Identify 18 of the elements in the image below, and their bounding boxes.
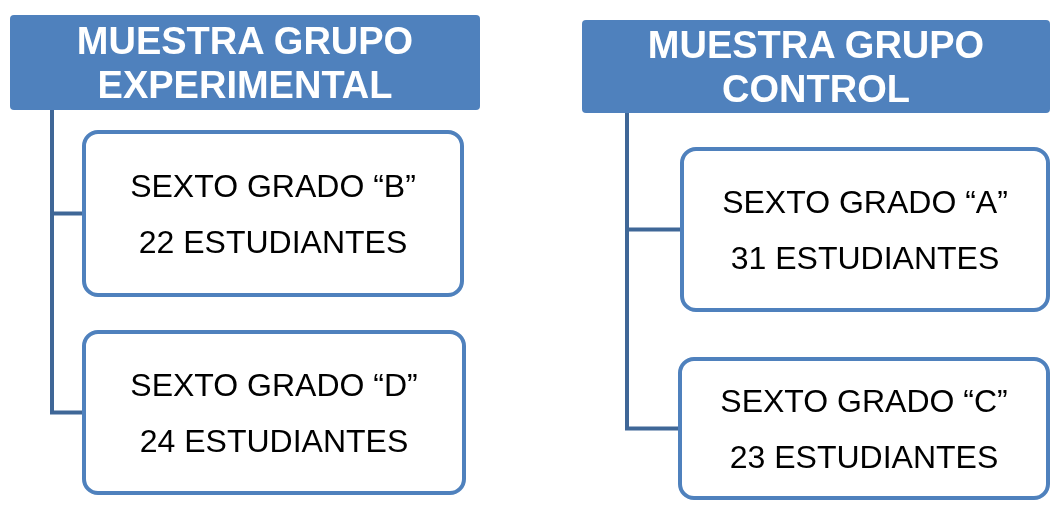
group-text: SEXTO GRADO “C”: [720, 381, 1008, 421]
header-text: MUESTRA GRUPO CONTROL: [646, 22, 986, 111]
group-text: SEXTO GRADO “B”: [130, 166, 416, 206]
group-box: [680, 147, 1050, 312]
connector-line: [625, 113, 678, 431]
header-text: MUESTRA GRUPO EXPERIMENTAL: [75, 18, 415, 107]
group-text: 22 ESTUDIANTES: [138, 222, 408, 262]
header-box: [10, 15, 480, 110]
group-text: SEXTO GRADO “D”: [130, 365, 418, 405]
group-box: [82, 330, 466, 495]
group-box: [678, 357, 1050, 500]
connector-line: [50, 110, 82, 415]
group-box: [82, 130, 464, 297]
group-text: SEXTO GRADO “A”: [722, 182, 1008, 222]
group-text: 31 ESTUDIANTES: [730, 238, 1000, 278]
group-text: 23 ESTUDIANTES: [729, 437, 999, 477]
header-box: [582, 20, 1050, 113]
group-text: 24 ESTUDIANTES: [139, 421, 409, 461]
